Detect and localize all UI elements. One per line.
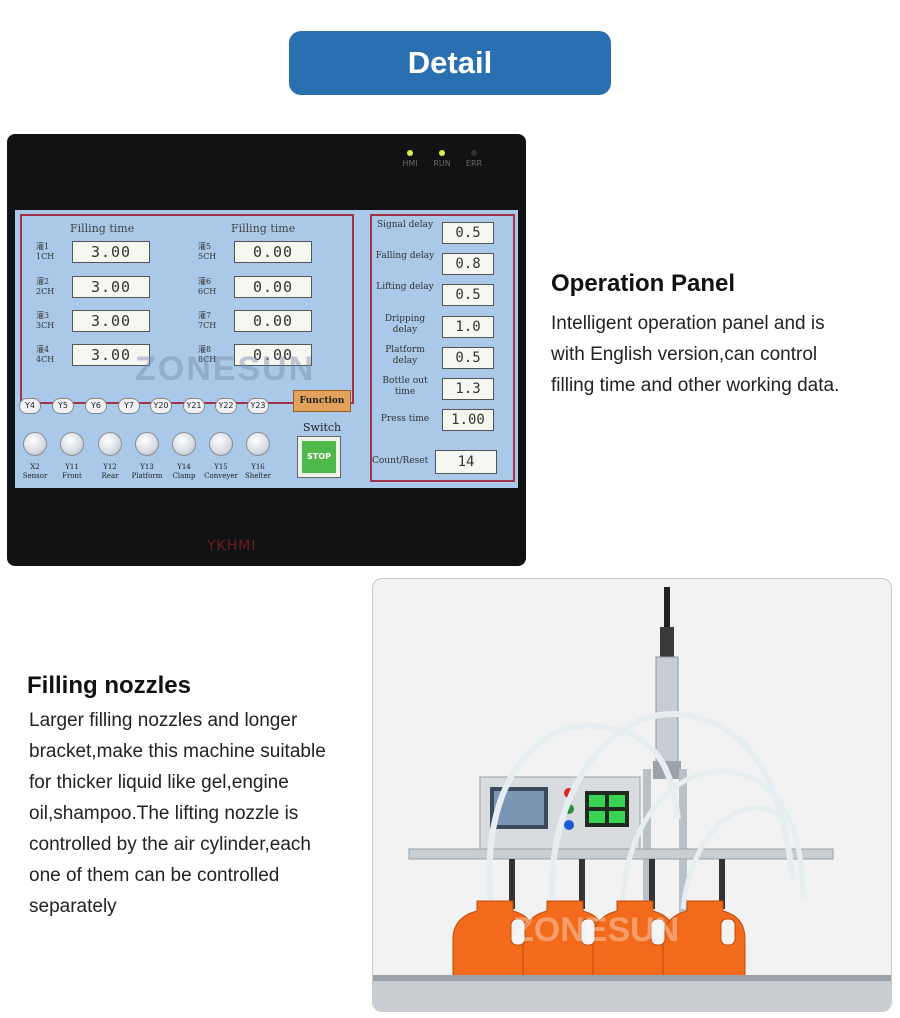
lamp-icon [172,432,196,456]
text-line: controlled by the air cylinder,each [29,834,311,855]
operation-panel-heading: Operation Panel [551,270,736,297]
led-err: ERR [463,150,485,168]
hmi-device: HMI RUN ERR Filling time Filling time 灌1… [7,134,526,566]
hmi-brand-logo: YKHMI [207,538,257,554]
setting-value[interactable]: 1.3 [442,378,494,400]
led-indicator-icon [471,150,477,156]
channel-8-value[interactable]: 0.00 [234,344,312,366]
channel-4-value[interactable]: 3.00 [72,344,150,366]
output-y4[interactable]: Y4 [19,398,41,414]
text-line: filling time and other working data. [551,375,840,396]
lamp-icon [98,432,122,456]
text-line: for thicker liquid like gel,engine [29,772,289,793]
output-y5[interactable]: Y5 [52,398,74,414]
lamp-icon [135,432,159,456]
settings-box: Signal delay 0.5 Falling delay 0.8 Lifti… [370,214,515,482]
led-label: ERR [465,159,483,168]
output-y7[interactable]: Y7 [118,398,140,414]
switch-label: Switch [303,421,342,434]
stop-label: STOP [302,441,336,473]
detail-banner: Detail [289,31,611,95]
setting-value[interactable]: 0.5 [442,222,494,244]
banner-title: Detail [407,45,493,80]
channel-1-value[interactable]: 3.00 [72,241,150,263]
setting-label: Falling delay [375,251,435,261]
operation-panel-description: Intelligent operation panel and is with … [551,308,839,401]
setting-value[interactable]: 0.5 [442,347,494,369]
count-reset-label: Count/Reset [372,456,429,466]
status-leds: HMI RUN ERR [399,150,485,168]
text-line: one of them can be controlled [29,865,280,886]
led-hmi: HMI [399,150,421,168]
channel-6-value[interactable]: 0.00 [234,276,312,298]
function-button[interactable]: Function [293,390,351,412]
output-y23[interactable]: Y23 [247,398,269,414]
text-line: Intelligent operation panel and is [551,313,825,334]
text-line: bracket,make this machine suitable [29,741,326,762]
screen-watermark: ZONESUN [135,350,316,388]
text-line: Larger filling nozzles and longer [29,710,298,731]
setting-value[interactable]: 0.8 [442,253,494,275]
setting-value[interactable]: 0.5 [442,284,494,306]
setting-label: Platform delay [385,345,425,366]
text-line: separately [29,896,117,917]
filling-title-right: Filling time [231,222,296,235]
led-indicator-icon [407,150,413,156]
channel-5-value[interactable]: 0.00 [234,241,312,263]
led-run: RUN [431,150,453,168]
filling-machine-illustration: ZONESUN [373,579,891,1011]
setting-label: Press time [380,414,430,424]
setting-label: Lifting delay [376,282,434,292]
lamp-icon [60,432,84,456]
output-y22[interactable]: Y22 [215,398,237,414]
filling-nozzles-heading: Filling nozzles [27,672,192,699]
setting-value[interactable]: 1.0 [442,316,494,338]
output-y21[interactable]: Y21 [183,398,205,414]
count-reset-value[interactable]: 14 [435,450,497,474]
output-y20[interactable]: Y20 [150,398,172,414]
channel-2-value[interactable]: 3.00 [72,276,150,298]
text-line: with English version,can control [551,344,818,365]
lamp-icon [209,432,233,456]
lamp-icon [246,432,270,456]
led-label: HMI [402,159,418,168]
led-label: RUN [433,159,451,168]
text-line: oil,shampoo.The lifting nozzle is [29,803,299,824]
channel-7-value[interactable]: 0.00 [234,310,312,332]
stop-button[interactable]: STOP [297,436,341,478]
output-y6[interactable]: Y6 [85,398,107,414]
setting-label: Bottle out time [382,376,428,397]
channel-3-value[interactable]: 3.00 [72,310,150,332]
led-indicator-icon [439,150,445,156]
lamp-icon [23,432,47,456]
filling-title-left: Filling time [70,222,135,235]
filling-machine-photo: ZONESUN [372,578,892,1012]
setting-label: Dripping delay [384,314,426,335]
setting-value[interactable]: 1.00 [442,409,494,431]
filling-nozzles-description: Larger filling nozzles and longer bracke… [29,705,326,922]
photo-watermark: ZONESUN [513,911,679,949]
setting-label: Signal delay [376,220,434,230]
